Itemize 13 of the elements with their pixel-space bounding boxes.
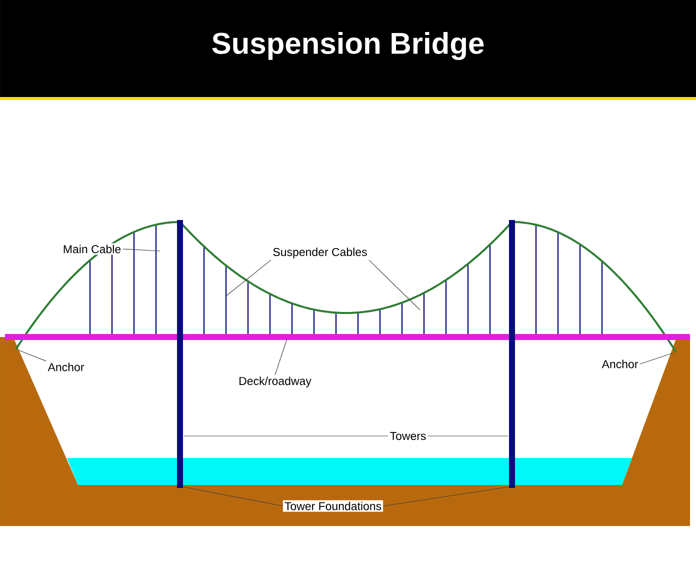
part-label: Main Cable [61,243,123,255]
leader-line [274,338,288,376]
leader-line [640,352,674,364]
leader-line [368,260,420,310]
part-label: Deck/roadway [237,375,313,389]
part-label: Suspender Cables [271,246,369,260]
leader-line [382,486,508,506]
leader-line [122,248,160,252]
title-banner: Suspension Bridge [0,0,696,97]
leader-line [226,260,272,296]
part-label: Tower Foundations [282,500,384,512]
leader-line [184,486,284,506]
leader-line [18,350,46,362]
